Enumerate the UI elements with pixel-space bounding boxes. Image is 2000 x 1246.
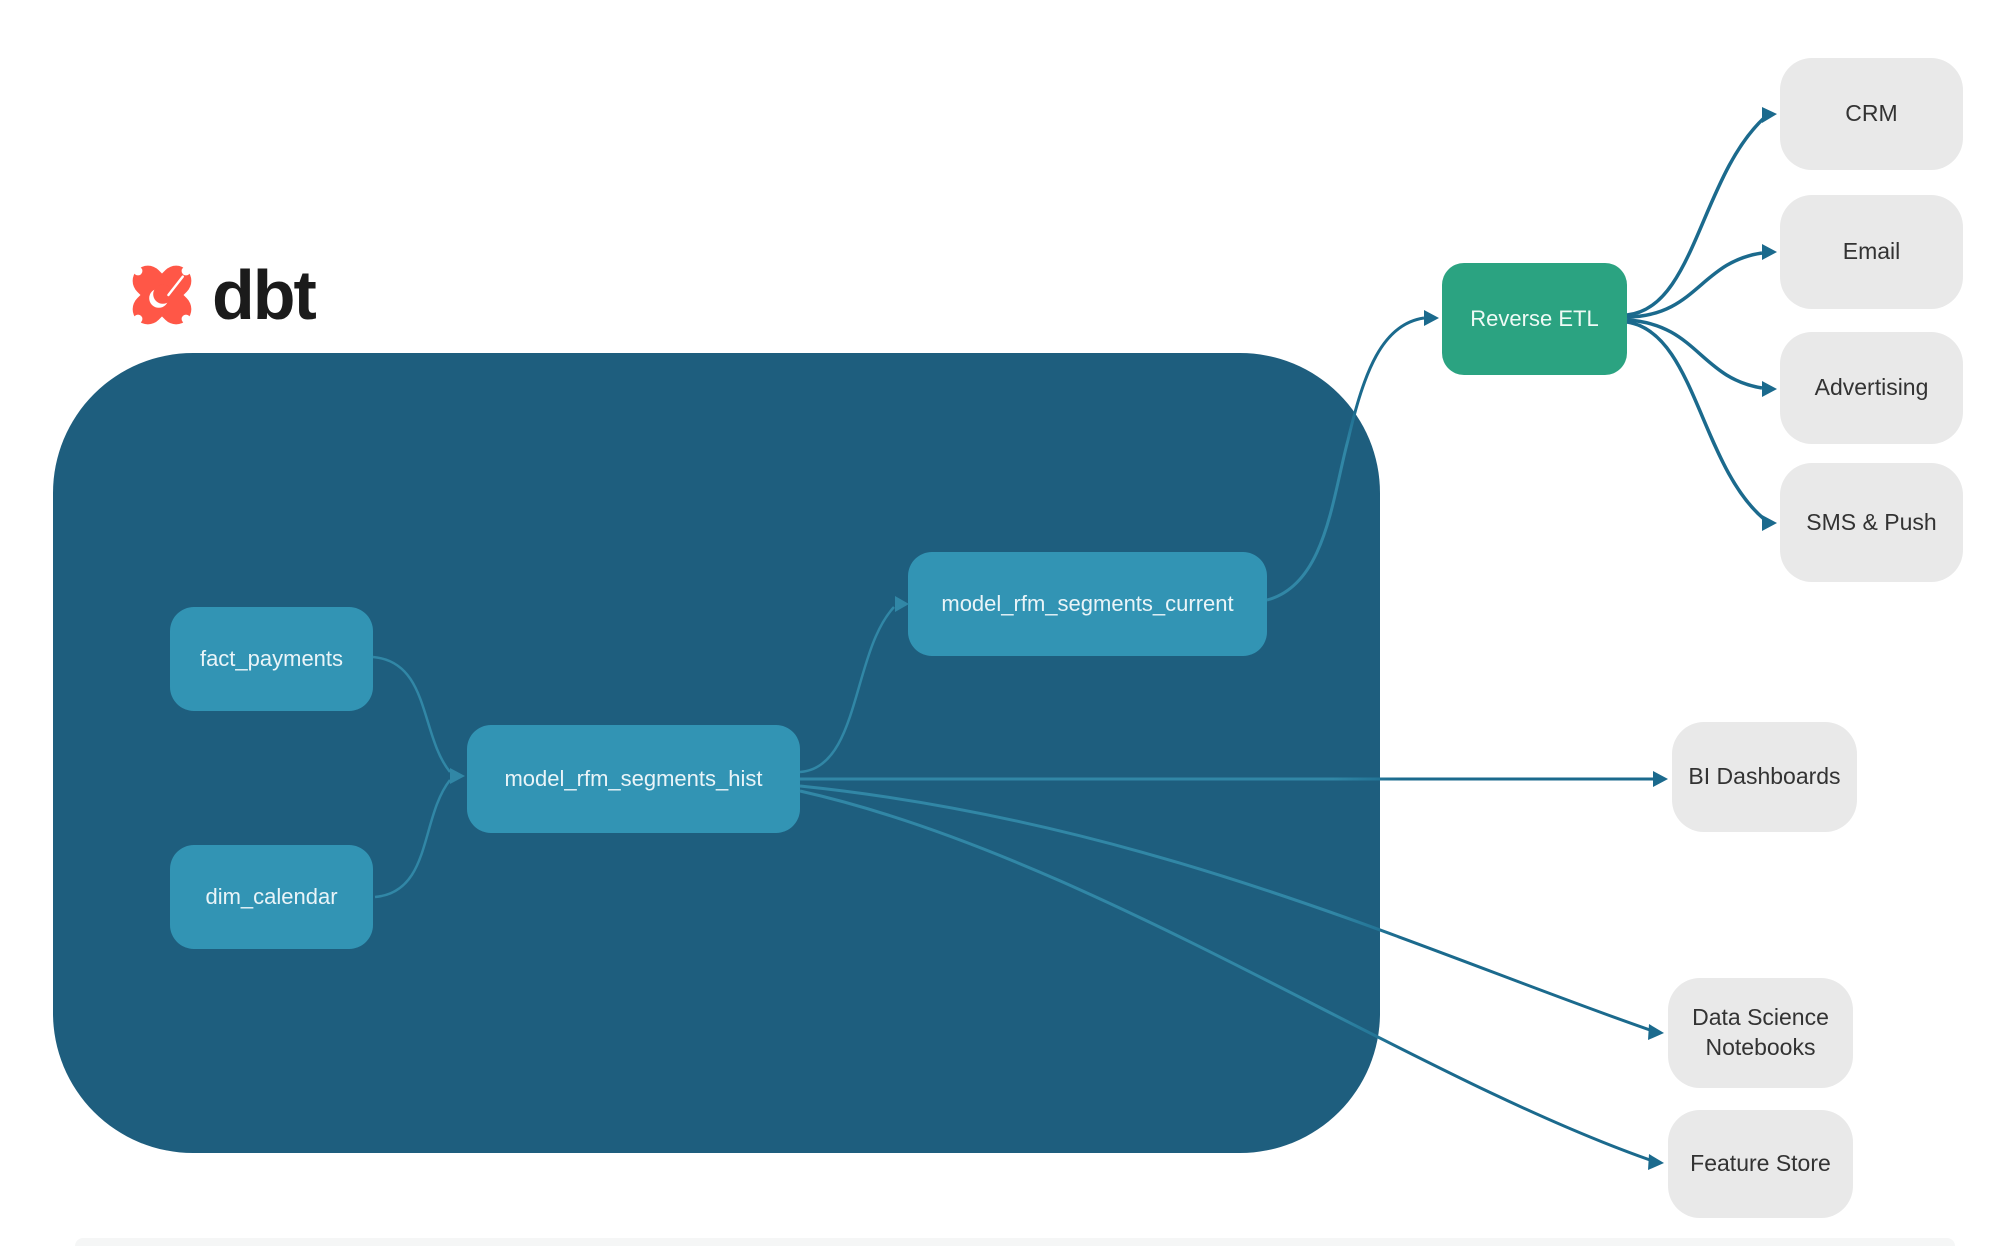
node-reverse-etl: Reverse ETL — [1442, 263, 1627, 375]
arrowhead-into-feature-store — [1648, 1154, 1664, 1170]
bottom-section-edge — [75, 1238, 1955, 1246]
edges-reverse-etl-fanout — [1626, 116, 1766, 521]
node-bi-dashboards: BI Dashboards — [1672, 722, 1857, 832]
node-model-rfm-segments-hist-label: model_rfm_segments_hist — [504, 765, 763, 791]
node-sms-push: SMS & Push — [1780, 463, 1963, 582]
edge-reverse-etl-to-crm — [1626, 116, 1766, 317]
node-email-label: Email — [1842, 238, 1901, 265]
node-dim-calendar: dim_calendar — [170, 845, 373, 949]
arrowhead-into-crm — [1762, 107, 1777, 123]
node-crm: CRM — [1780, 58, 1963, 170]
arrowhead-into-reverse-etl — [1424, 310, 1439, 326]
arrowhead-into-email — [1762, 244, 1777, 260]
arrowhead-into-advertising — [1762, 381, 1777, 397]
node-model-rfm-segments-current-label: model_rfm_segments_current — [941, 590, 1234, 616]
arrowhead-into-bi-dashboards — [1653, 771, 1668, 787]
node-bi-dashboards-label: BI Dashboards — [1688, 763, 1841, 790]
node-feature-store: Feature Store — [1668, 1110, 1853, 1218]
edge-reverse-etl-to-advertising — [1626, 318, 1763, 390]
node-sms-push-label: SMS & Push — [1806, 508, 1937, 535]
node-email: Email — [1780, 195, 1963, 309]
node-crm-label: CRM — [1845, 100, 1898, 127]
node-data-science-notebooks: Data Science Notebooks — [1668, 978, 1853, 1088]
dbt-wordmark: dbt — [212, 256, 317, 334]
node-dim-calendar-label: dim_calendar — [205, 883, 338, 909]
dbt-logo: dbt — [122, 255, 317, 335]
edge-reverse-etl-to-email — [1626, 251, 1763, 319]
arrowhead-into-sms-push — [1762, 515, 1777, 531]
node-advertising-label: Advertising — [1814, 374, 1929, 401]
dbt-logo-icon — [132, 265, 192, 325]
arrowhead-into-data-science-notebooks — [1648, 1024, 1664, 1040]
node-model-rfm-segments-current: model_rfm_segments_current — [908, 552, 1267, 656]
edge-reverse-etl-to-sms-push — [1626, 320, 1766, 521]
node-feature-store-label: Feature Store — [1690, 1150, 1831, 1177]
node-advertising: Advertising — [1780, 332, 1963, 444]
node-model-rfm-segments-hist: model_rfm_segments_hist — [467, 725, 800, 833]
node-reverse-etl-label: Reverse ETL — [1470, 305, 1599, 331]
node-fact-payments: fact_payments — [170, 607, 373, 711]
node-fact-payments-label: fact_payments — [199, 645, 344, 671]
node-data-science-notebooks-label: Data Science Notebooks — [1692, 1004, 1829, 1060]
